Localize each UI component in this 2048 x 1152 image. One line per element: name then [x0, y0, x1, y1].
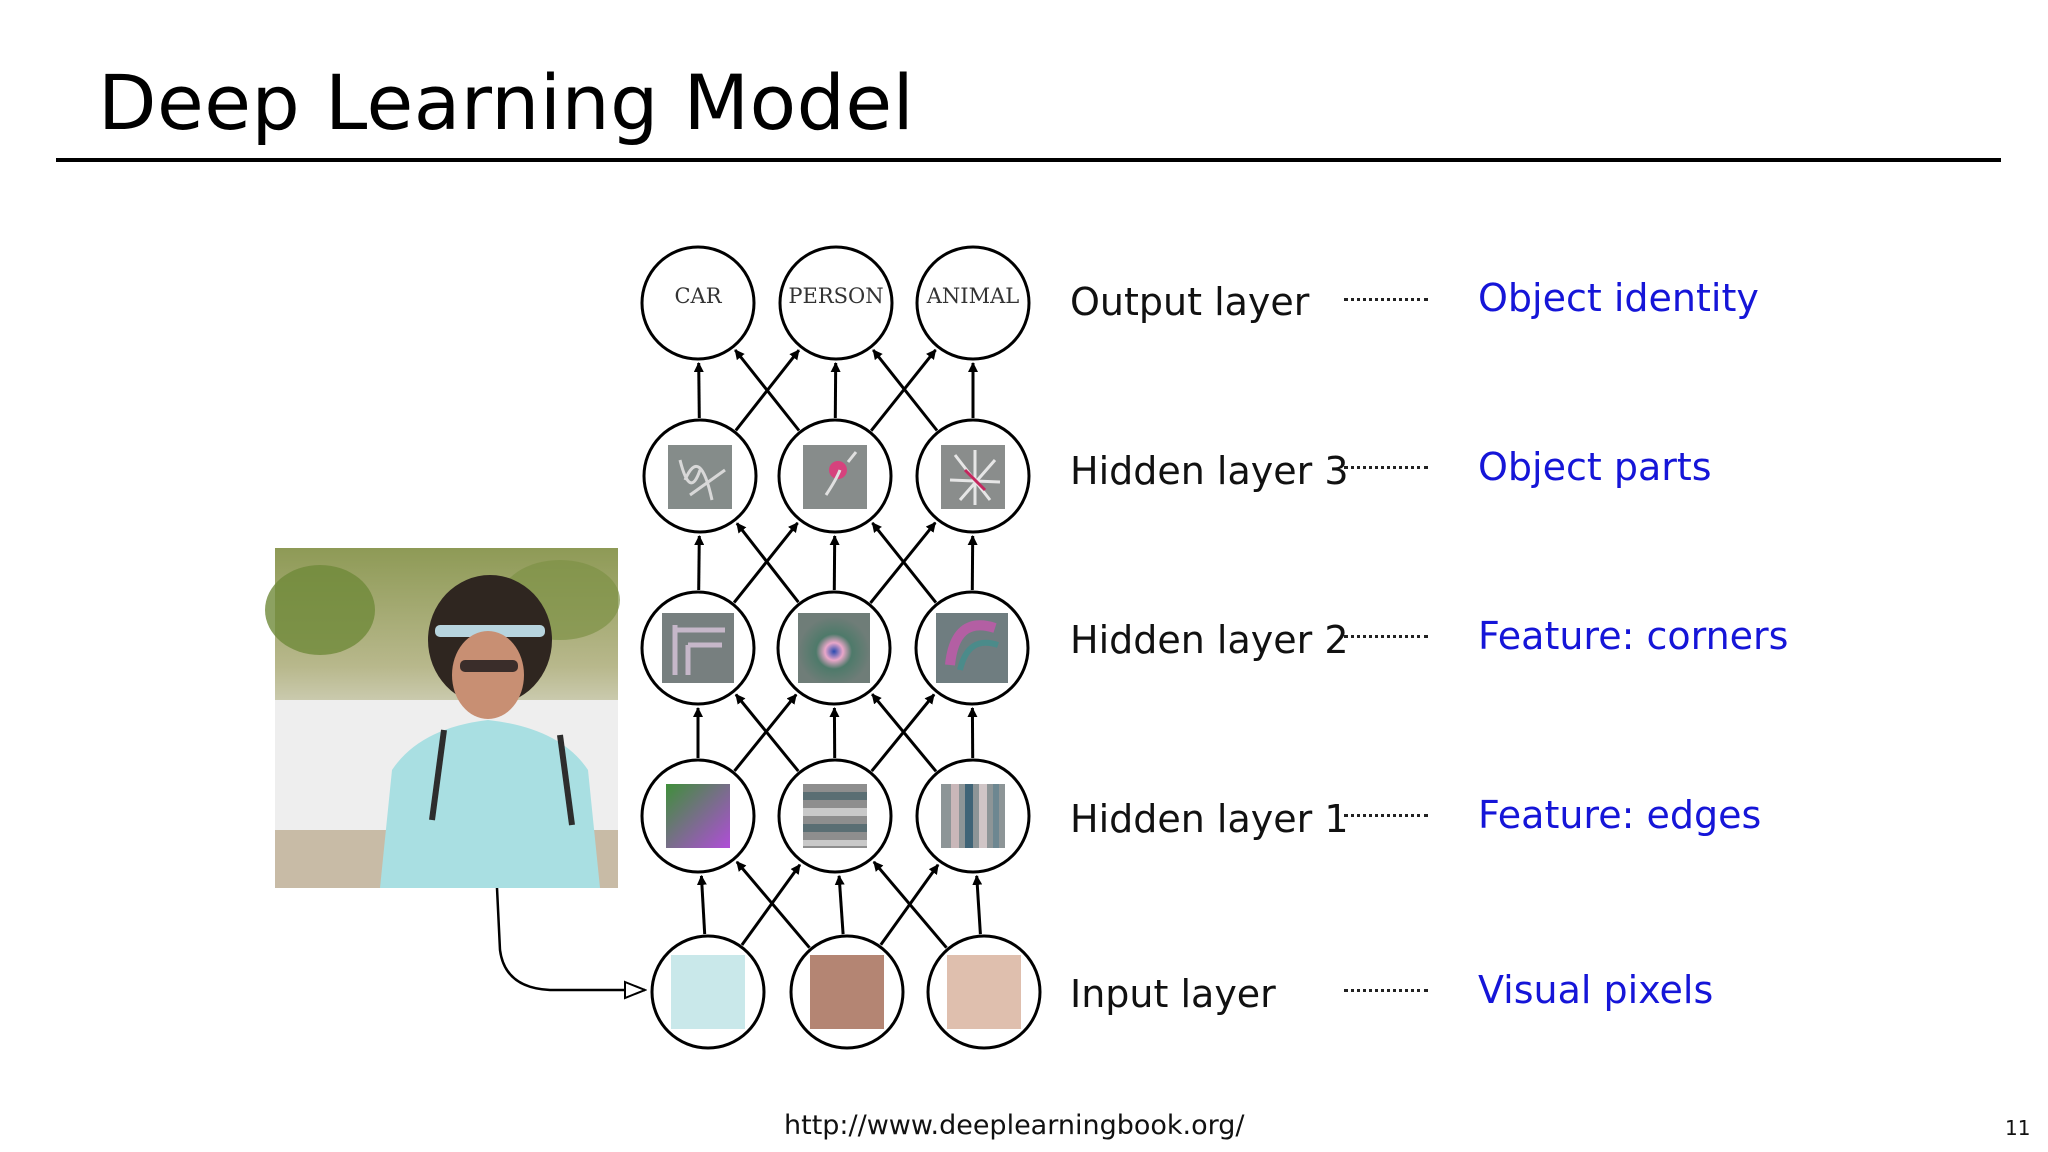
- dotted-leader: [1344, 814, 1428, 817]
- layer-name-hidden-3: Hidden layer 3: [1070, 449, 1349, 493]
- layer-description-hidden-3: Object parts: [1478, 445, 1712, 489]
- connection-arrow: [872, 860, 948, 949]
- node-input-1: [650, 934, 766, 1050]
- node-output-1: [640, 245, 756, 361]
- node-hidden-3-2: [777, 418, 893, 534]
- layer-description-input: Visual pixels: [1478, 968, 1714, 1012]
- title-divider: [56, 158, 2001, 162]
- dotted-leader: [1344, 298, 1428, 301]
- hidden-layer-3-features: [668, 445, 1005, 509]
- node-hidden-3-3: [915, 418, 1031, 534]
- hidden-layer-2-features: [662, 613, 1008, 683]
- node-hidden-1-2: [777, 758, 893, 874]
- network-nodes: [640, 245, 1042, 1050]
- node-input-2: [789, 934, 905, 1050]
- connection-arrow: [693, 362, 704, 419]
- input-pixel-1: [671, 955, 745, 1029]
- node-input-3: [926, 934, 1042, 1050]
- slide-title: Deep Learning Model: [98, 58, 915, 147]
- connection-arrow: [871, 693, 938, 773]
- layer-name-hidden-2: Hidden layer 2: [1070, 618, 1349, 662]
- connection-arrow: [735, 522, 800, 604]
- layer-description-hidden-2: Feature: corners: [1478, 614, 1789, 658]
- node-hidden-1-3: [915, 758, 1031, 874]
- dotted-leader: [1344, 989, 1428, 992]
- layer-description-hidden-1: Feature: edges: [1478, 793, 1762, 837]
- input-photo: [265, 548, 620, 888]
- dotted-leader: [1344, 466, 1428, 469]
- node-hidden-2-3: [914, 590, 1030, 706]
- connection-arrow: [735, 860, 811, 949]
- input-pixel-2: [810, 955, 884, 1029]
- output-node-label-animal: ANIMAL: [926, 284, 1020, 308]
- layer-connections: [693, 348, 983, 949]
- connection-arrow: [872, 349, 939, 432]
- layer-name-hidden-1: Hidden layer 1: [1070, 797, 1349, 841]
- connection-arrow: [696, 874, 707, 935]
- layer-name-output: Output layer: [1070, 280, 1310, 324]
- connection-arrow: [740, 863, 802, 946]
- connection-arrow: [871, 521, 938, 604]
- source-link[interactable]: http://www.deeplearningbook.org/: [784, 1110, 1245, 1141]
- output-node-labels: CAR PERSON ANIMAL: [674, 284, 1019, 308]
- dotted-leader: [1344, 635, 1428, 638]
- photo-to-input-arrow: [495, 887, 645, 990]
- node-hidden-1-1: [640, 758, 756, 874]
- input-layer-pixels: [671, 955, 1021, 1029]
- node-output-3: [915, 245, 1031, 361]
- node-hidden-3-1: [642, 418, 758, 534]
- node-hidden-2-2: [776, 590, 892, 706]
- connection-arrow: [694, 535, 705, 591]
- node-hidden-2-1: [640, 590, 756, 706]
- output-node-label-person: PERSON: [788, 284, 883, 308]
- output-node-label-car: CAR: [674, 284, 722, 308]
- layer-description-output: Object identity: [1478, 276, 1759, 320]
- hidden-layer-1-features: [666, 784, 1005, 848]
- connection-arrow: [972, 874, 983, 935]
- page-number: 11: [2005, 1116, 2031, 1140]
- connection-arrow: [734, 349, 801, 432]
- connection-arrow: [834, 874, 845, 935]
- layer-name-input: Input layer: [1070, 972, 1276, 1016]
- node-output-2: [778, 245, 894, 361]
- input-pixel-3: [947, 955, 1021, 1029]
- connection-arrow: [734, 693, 800, 773]
